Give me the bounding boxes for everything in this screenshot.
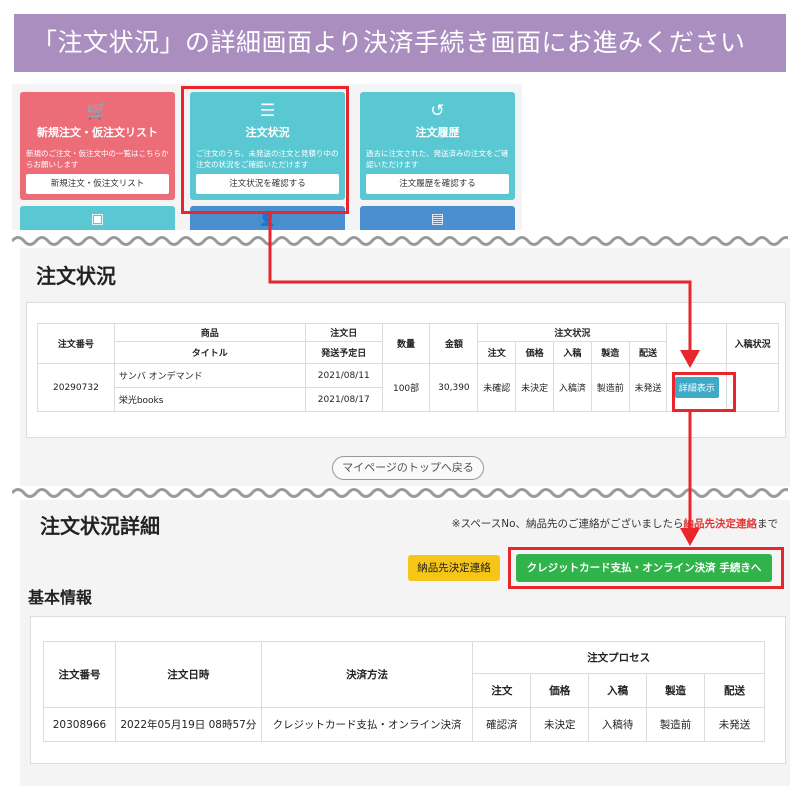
card-title: 新規注文・仮注文リスト [37, 126, 158, 139]
col-st-order: 注文 [477, 341, 517, 364]
col-payment-method: 決済方法 [260, 641, 474, 708]
cell-p-submit: 入稿待 [588, 707, 648, 742]
table-row: 20290732 サンバ オンデマンド 2021/08/11 100部 30,3… [37, 363, 779, 412]
cell-p-manuf: 製造前 [646, 707, 706, 742]
wave-divider [12, 488, 788, 498]
col-st-price: 価格 [515, 341, 554, 364]
list-icon: ☰ [259, 101, 276, 121]
card-description: ご注文のうち、未発送の注文と見積り中の注文の状況をご確認いただけます [196, 149, 339, 169]
col-product: 商品 [113, 323, 306, 342]
table-row: 20308966 2022年05月19日 08時57分 クレジットカード支払・オ… [43, 707, 765, 742]
cell-st-price: 未決定 [515, 363, 554, 412]
col-status: 注文状況 [477, 323, 668, 342]
cell-ship-date: 2021/08/17 [304, 387, 383, 412]
cell-payment-method: クレジットカード支払・オンライン決済 [260, 707, 474, 742]
card-description: 過去に注文された、発送済みの注文をご確認いただけます [366, 149, 509, 169]
order-table-panel: 注文番号 商品 注文日 数量 金額 注文状況 入稿状況 タイトル 発送予定日 注… [26, 302, 786, 438]
col-ship-date: 発送予定日 [304, 341, 383, 364]
box-icon: ▣ [90, 211, 105, 227]
card-description: 新規のご注文・仮注文中の一覧はこちらからお願いします [26, 149, 169, 169]
cell-quantity: 100部 [381, 363, 431, 412]
cell-order-no: 20308966 [43, 707, 116, 742]
section-heading: 基本情報 [28, 588, 93, 607]
page-title: 注文状況詳細 [40, 514, 160, 538]
col-order-datetime: 注文日時 [114, 641, 262, 708]
page-title: 注文状況 [36, 264, 116, 288]
cell-st-manuf: 製造前 [590, 363, 630, 412]
col-process: 注文プロセス [472, 641, 765, 674]
col-p-manuf: 製造 [646, 673, 706, 708]
delivery-decision-button[interactable]: 納品先決定連絡 [408, 555, 500, 581]
history-icon: ↺ [430, 101, 445, 121]
notice-highlight: 納品先決定連絡 [683, 518, 758, 530]
highlight-payment-button [508, 547, 784, 589]
col-submit-status: 入稿状況 [726, 323, 779, 364]
card-title: 注文状況 [245, 126, 290, 139]
check-order-status-button[interactable]: 注文状況を確認する [196, 174, 339, 194]
new-order-list-button[interactable]: 新規注文・仮注文リスト [26, 174, 169, 194]
notice-suffix: まで [757, 518, 778, 530]
cell-order-datetime: 2022年05月19日 08時57分 [114, 707, 262, 742]
highlight-detail-button [672, 372, 736, 412]
card-order-status[interactable]: ☰ 注文状況 ご注文のうち、未発送の注文と見積り中の注文の状況をご確認いただけま… [190, 92, 345, 200]
col-order-no: 注文番号 [37, 323, 115, 364]
notice-text: ※スペースNo、納品先のご連絡がございましたら [451, 518, 684, 530]
menu-cards-area: 🛒 新規注文・仮注文リスト 新規のご注文・仮注文中の一覧はこちらからお願いします… [12, 84, 522, 230]
col-p-price: 価格 [530, 673, 590, 708]
detail-view-button[interactable]: 詳細表示 [674, 377, 719, 398]
cell-st-ship: 未発送 [628, 363, 668, 412]
order-status-section: 注文状況 注文番号 商品 注文日 数量 金額 注文状況 入稿状況 タイトル 発送… [20, 248, 790, 486]
check-order-history-button[interactable]: 注文履歴を確認する [366, 174, 509, 194]
col-quantity: 数量 [381, 323, 431, 364]
basic-info-table: 注文番号 注文日時 決済方法 注文プロセス 注文 価格 入稿 製造 配送 203… [43, 641, 765, 742]
cell-product: サンバ オンデマンド [113, 363, 306, 388]
delivery-notice: ※スペースNo、納品先のご連絡がございましたら納品先決定連絡まで [452, 516, 778, 531]
col-amount: 金額 [429, 323, 479, 364]
col-title: タイトル [113, 341, 306, 364]
cell-amount: 30,390 [429, 363, 479, 412]
order-status-table: 注文番号 商品 注文日 数量 金額 注文状況 入稿状況 タイトル 発送予定日 注… [37, 323, 779, 412]
card-order-history[interactable]: ↺ 注文履歴 過去に注文された、発送済みの注文をご確認いただけます 注文履歴を確… [360, 92, 515, 200]
col-p-ship: 配送 [704, 673, 765, 708]
col-p-submit: 入稿 [588, 673, 648, 708]
col-action [666, 323, 728, 364]
order-detail-section: 注文状況詳細 ※スペースNo、納品先のご連絡がございましたら納品先決定連絡まで … [20, 500, 790, 786]
instruction-banner: 「注文状況」の詳細画面より決済手続き画面にお進みください [14, 14, 786, 72]
cell-st-order: 未確認 [477, 363, 517, 412]
card-profile[interactable]: ▤ [360, 206, 515, 230]
highlight-order-status-card [181, 86, 349, 214]
card-new-order[interactable]: 🛒 新規注文・仮注文リスト 新規のご注文・仮注文中の一覧はこちらからお願いします… [20, 92, 175, 200]
card-box[interactable]: ▣ [20, 206, 175, 230]
cell-order-no: 20290732 [37, 363, 115, 412]
col-st-submit: 入稿 [552, 341, 592, 364]
col-p-order: 注文 [472, 673, 532, 708]
basic-info-panel: 注文番号 注文日時 決済方法 注文プロセス 注文 価格 入稿 製造 配送 203… [30, 616, 786, 764]
back-to-mypage-button[interactable]: マイページのトップへ戻る [332, 456, 484, 480]
cell-p-order-link[interactable]: 確認済 [472, 707, 532, 742]
col-st-ship: 配送 [628, 341, 668, 364]
card-title: 注文履歴 [415, 126, 460, 139]
cell-title: 栄光books [113, 387, 306, 412]
cart-icon: 🛒 [86, 101, 109, 121]
col-order-date: 注文日 [304, 323, 383, 342]
cell-order-date: 2021/08/11 [304, 363, 383, 388]
cell-p-price: 未決定 [530, 707, 590, 742]
cell-p-ship: 未発送 [704, 707, 765, 742]
col-order-no: 注文番号 [43, 641, 116, 708]
id-card-icon: ▤ [430, 211, 445, 227]
col-st-manuf: 製造 [590, 341, 630, 364]
wave-divider [12, 236, 788, 246]
cell-st-submit-link[interactable]: 入稿済 [552, 363, 592, 412]
credit-payment-button[interactable]: クレジットカード支払・オンライン決済 手続きへ [516, 554, 772, 582]
